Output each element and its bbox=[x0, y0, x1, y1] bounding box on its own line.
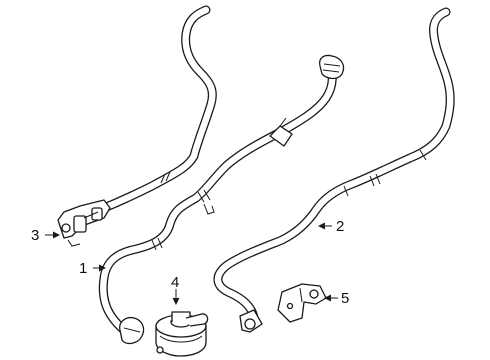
callout-3: 3 bbox=[31, 227, 39, 244]
mount-bracket bbox=[277, 283, 327, 323]
manifold-fitting bbox=[57, 199, 111, 247]
hose-part-1-bottom-connector bbox=[119, 316, 145, 345]
hose-clip bbox=[269, 117, 293, 147]
callout-5: 5 bbox=[341, 290, 349, 307]
hose-bracket bbox=[203, 203, 215, 215]
coolant-pump bbox=[155, 311, 209, 357]
hose-part-1-top-connector bbox=[318, 54, 345, 80]
callout-2: 2 bbox=[336, 218, 344, 235]
leader-5 bbox=[324, 294, 338, 302]
leader-1 bbox=[93, 264, 106, 272]
hose-manifold-feed bbox=[99, 5, 217, 213]
leader-3 bbox=[45, 231, 60, 239]
hose-part-2-end-fitting bbox=[239, 309, 263, 333]
leader-4 bbox=[172, 289, 180, 305]
leader-2 bbox=[318, 222, 332, 230]
callout-1: 1 bbox=[79, 260, 87, 277]
callout-4: 4 bbox=[171, 274, 179, 291]
hose-part-1 bbox=[98, 57, 337, 343]
hose-part-2 bbox=[213, 7, 455, 323]
